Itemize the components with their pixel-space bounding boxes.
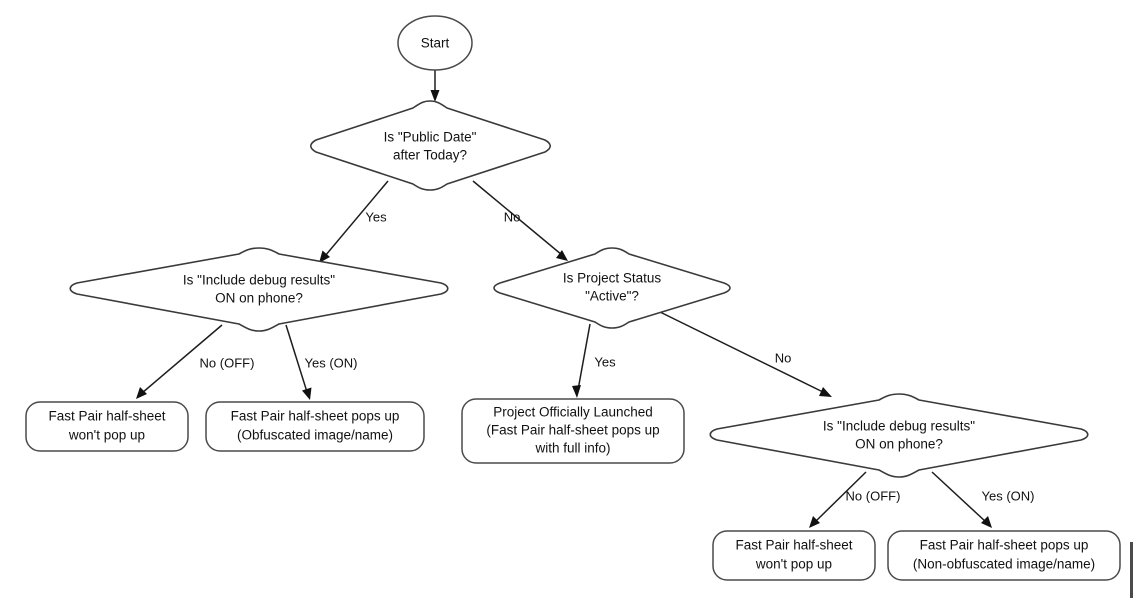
edge-label-no: No [775, 350, 792, 365]
edge-label-yes-on: Yes (ON) [305, 355, 358, 370]
node-terminal-right-yes[interactable]: Fast Pair half-sheet pops up (Non-obfusc… [887, 530, 1121, 581]
edge-line [324, 180, 389, 257]
decision-diamond[interactable] [309, 100, 552, 191]
start-label: Start [421, 36, 450, 51]
edge-public-date-yes: Yes [319, 180, 389, 263]
decision-label-line2: "Active"? [585, 289, 639, 304]
terminal-label-line1: Fast Pair half-sheet pops up [231, 409, 400, 424]
terminal-label-line2: (Obfuscated image/name) [237, 428, 393, 443]
terminal-label-line2: won't pop up [68, 428, 145, 443]
edge-label-no-off: No (OFF) [846, 488, 901, 503]
node-terminal-left-no[interactable]: Fast Pair half-sheet won't pop up [25, 401, 189, 452]
edge-label-yes: Yes [365, 209, 387, 224]
node-decision-debug-right[interactable]: Is "Include debug results" ON on phone? [709, 393, 1089, 478]
terminal-label-line1: Fast Pair half-sheet [735, 538, 852, 553]
decision-diamond[interactable] [69, 247, 449, 332]
edge-line [141, 324, 223, 394]
edge-line [577, 323, 591, 391]
edge-debug-left-no: No (OFF) [136, 324, 255, 399]
node-terminal-left-yes[interactable]: Fast Pair half-sheet pops up (Obfuscated… [205, 401, 425, 452]
decision-label-line1: Is "Include debug results" [183, 273, 335, 288]
decision-label-line2: ON on phone? [215, 291, 303, 306]
edge-status-no: No [659, 311, 832, 397]
decision-diamond[interactable] [709, 393, 1089, 478]
decision-label-line1: Is "Include debug results" [823, 419, 975, 434]
arrowhead-icon [136, 387, 147, 399]
decision-label-line1: Is Project Status [563, 271, 662, 286]
node-decision-project-status[interactable]: Is Project Status "Active"? [493, 247, 731, 329]
terminal-box[interactable] [25, 401, 189, 452]
start-ellipse[interactable] [397, 15, 473, 71]
edge-label-no: No [504, 209, 521, 224]
terminal-box[interactable] [205, 401, 425, 452]
arrowhead-icon [572, 385, 581, 398]
arrowhead-icon [556, 250, 568, 261]
edge-label-no-off: No (OFF) [200, 355, 255, 370]
arrowhead-icon [809, 516, 820, 528]
arrowhead-icon [819, 387, 832, 397]
terminal-box[interactable] [887, 530, 1121, 581]
node-terminal-right-no[interactable]: Fast Pair half-sheet won't pop up [712, 530, 876, 581]
arrowhead-icon [302, 387, 312, 400]
decision-label-line2: after Today? [393, 148, 467, 163]
decision-label-line2: ON on phone? [855, 437, 943, 452]
arrowhead-icon [981, 516, 992, 528]
page-edge-artifact [1130, 542, 1133, 598]
edge-debug-right-no: No (OFF) [809, 471, 901, 528]
decision-diamond[interactable] [493, 247, 731, 329]
terminal-label-line2: won't pop up [755, 557, 832, 572]
edge-start-to-public-date [430, 70, 440, 102]
node-decision-debug-left[interactable]: Is "Include debug results" ON on phone? [69, 247, 449, 332]
edge-status-yes: Yes [572, 323, 616, 398]
terminal-label-line1: Fast Pair half-sheet [48, 409, 165, 424]
edge-debug-right-yes: Yes (ON) [931, 471, 1035, 528]
terminal-label-line1: Project Officially Launched [493, 405, 653, 420]
edge-line [472, 180, 563, 256]
node-start[interactable]: Start [397, 15, 473, 71]
edge-line [931, 471, 987, 523]
terminal-label-line2: (Non-obfuscated image/name) [913, 557, 1095, 572]
edge-label-yes: Yes [594, 354, 616, 369]
decision-label-line1: Is "Public Date" [384, 130, 477, 145]
terminal-box[interactable] [461, 398, 685, 464]
edge-line [285, 324, 308, 393]
arrowhead-icon [430, 90, 440, 102]
edge-debug-left-yes: Yes (ON) [285, 324, 358, 400]
edge-line [659, 311, 826, 394]
terminal-label-line1: Fast Pair half-sheet pops up [920, 538, 1089, 553]
terminal-label-line2: (Fast Pair half-sheet pops up [486, 423, 659, 438]
edge-line [814, 471, 867, 523]
node-terminal-project-launched[interactable]: Project Officially Launched (Fast Pair h… [461, 398, 685, 464]
edge-label-yes-on: Yes (ON) [982, 488, 1035, 503]
terminal-box[interactable] [712, 530, 876, 581]
terminal-label-line3: with full info) [534, 441, 610, 456]
edge-public-date-no: No [472, 180, 568, 261]
arrowhead-icon [319, 250, 330, 263]
node-decision-public-date[interactable]: Is "Public Date" after Today? [309, 100, 552, 191]
